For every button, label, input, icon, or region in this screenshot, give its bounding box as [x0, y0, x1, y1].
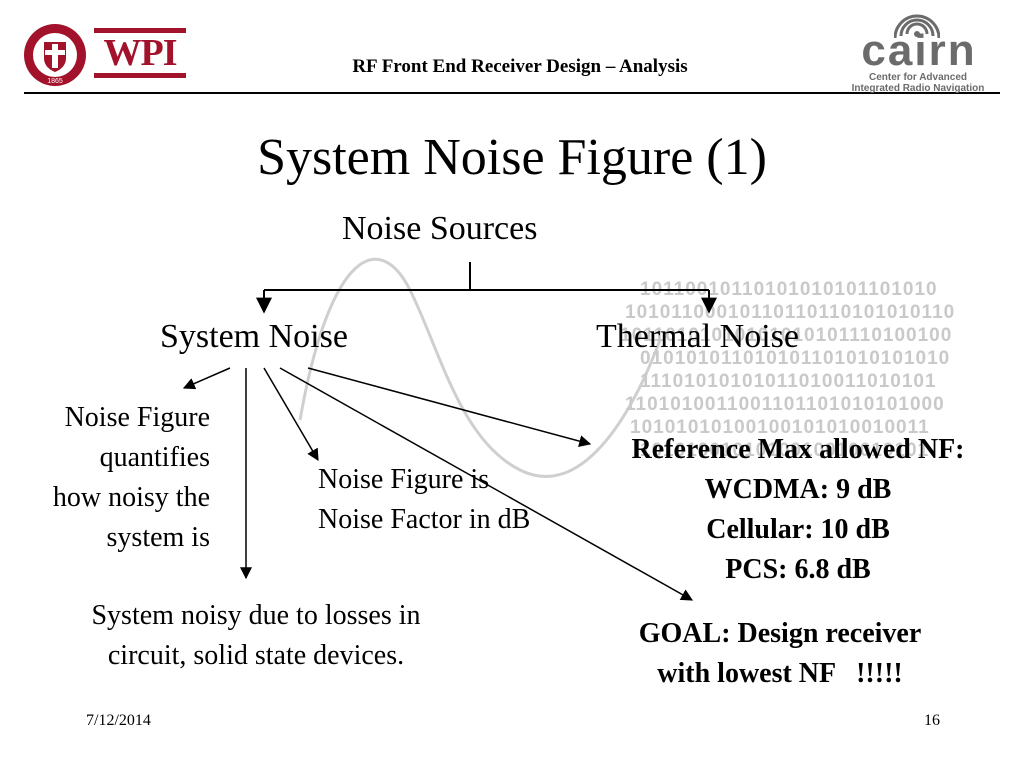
wpi-seal-icon: 1865	[24, 24, 86, 86]
nf-is-factor-text: Noise Figure is Noise Factor in dB	[318, 460, 598, 540]
text-line: circuit, solid state devices.	[107, 640, 405, 671]
binary-line: 10101010100100101010010011	[630, 417, 930, 438]
slide-title: System Noise Figure (1)	[257, 129, 767, 186]
binary-line: 1010100101010010010010101	[640, 440, 929, 461]
cairn-logo-text: cairn	[861, 26, 977, 75]
goal-text: GOAL: Design receiver with lowest NF !!!…	[580, 614, 980, 694]
node-thermal-noise: Thermal Noise	[596, 318, 799, 355]
binary-line: 10110101010101010101110100100	[620, 325, 952, 346]
text-line: quantifies	[99, 442, 210, 473]
text-line: how noisy the	[52, 482, 210, 513]
wpi-wordmark: WPI	[94, 28, 186, 78]
wpi-logo: 1865 WPI	[22, 22, 188, 88]
radio-waves-icon	[894, 14, 940, 39]
text-line: Noise Figure	[64, 402, 210, 433]
text-line: PCS: 6.8 dB	[725, 554, 871, 585]
text-line: with lowest NF !!!!!	[657, 658, 903, 689]
arrow-to-nf-quantifies	[182, 367, 231, 390]
binary-line: 1101010011001101101010101000	[625, 394, 945, 415]
text-line: GOAL: Design receiver	[638, 618, 922, 649]
footer-date: 7/12/2014	[86, 712, 151, 729]
binary-stream-decoration: 10110010110101010101101010 1010110001011…	[620, 279, 954, 461]
svg-text:1865: 1865	[47, 78, 63, 85]
nf-quantifies-text: Noise Figure quantifies how noisy the sy…	[10, 398, 210, 558]
cairn-tagline-line1: Center for Advanced	[869, 72, 967, 83]
arrow-to-nf-is-factor	[263, 367, 319, 462]
cairn-tagline-line2: Integrated Radio Navigation	[851, 83, 985, 94]
reference-nf-text: Reference Max allowed NF: WCDMA: 9 dB Ce…	[584, 430, 1012, 590]
text-line: Noise Figure is	[318, 464, 490, 495]
binary-line: 10110010110101010101101010	[640, 279, 938, 300]
sine-wave-decoration	[298, 257, 662, 478]
text-line: system is	[106, 522, 210, 553]
wpi-logo-text: WPI	[103, 32, 178, 74]
text-line: System noisy due to losses in	[91, 600, 421, 631]
arrow-to-goal	[279, 367, 694, 601]
binary-line: 11101010101011010011010101	[640, 371, 937, 392]
text-line: Noise Factor in dB	[318, 504, 531, 535]
binary-line: 010101011010101101010101010	[640, 348, 950, 369]
node-noise-sources: Noise Sources	[342, 210, 538, 247]
header-title: RF Front End Receiver Design – Analysis	[352, 56, 688, 77]
losses-text: System noisy due to losses in circuit, s…	[30, 596, 482, 676]
text-line: WCDMA: 9 dB	[704, 474, 892, 505]
header-divider	[24, 92, 1000, 94]
arrow-to-reference	[307, 367, 592, 447]
text-line: Reference Max allowed NF:	[631, 434, 965, 465]
footer-page-number: 16	[924, 712, 940, 729]
text-line: Cellular: 10 dB	[706, 514, 890, 545]
node-system-noise: System Noise	[160, 318, 348, 355]
cairn-logo: cairn Center for Advanced Integrated Rad…	[832, 14, 1004, 94]
